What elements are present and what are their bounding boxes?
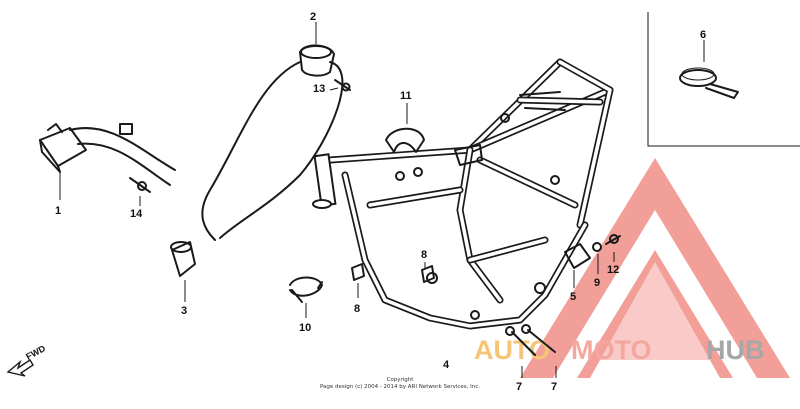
callout-8-lower: 8 [354,303,360,315]
callout-13: 13 [313,83,325,95]
inset-box [647,12,800,147]
callout-7-right: 7 [551,381,557,393]
callout-4: 4 [443,359,450,371]
callout-8-upper: 8 [421,249,427,261]
copyright-line2: Page design (c) 2004 - 2014 by ARI Netwo… [320,384,480,390]
nut-8-lower [351,263,365,298]
clamp-11 [385,103,425,153]
bolt-7-right [521,324,557,378]
callout-10: 10 [299,322,311,334]
callout-7-left: 7 [516,381,522,393]
fwd-arrow-icon [6,359,34,377]
band-6 [679,40,739,99]
watermark-logo: AUTO MOTO HUB [474,158,790,378]
fwd-indicator: FWD [6,343,47,377]
callout-6: 6 [700,29,706,41]
spark-plug-cap [170,241,196,302]
clamp-10 [289,276,323,318]
cdi-unit [39,123,176,200]
watermark-hub: HUB [706,335,765,365]
callout-11: 11 [400,90,412,102]
bolt-13 [329,79,351,92]
callout-2: 2 [310,11,316,23]
frame-drawing [312,58,614,330]
bolt-14 [129,177,151,206]
copyright-line1: Copyright [387,377,415,383]
copyright: Copyright Page design (c) 2004 - 2014 by… [320,377,480,390]
ignition-coil [201,22,344,241]
callout-5: 5 [570,291,576,303]
bolt-7-left [505,326,536,378]
callout-1: 1 [55,205,61,217]
callout-labels: 1 2 3 4 5 6 7 7 8 8 9 10 11 12 13 14 [55,11,706,393]
callout-14: 14 [130,208,143,220]
cushion-5 [564,243,591,288]
callout-9: 9 [594,277,600,289]
callout-12: 12 [607,264,619,276]
washer-9 [592,242,602,274]
watermark-moto: MOTO [571,335,652,365]
nut-8-upper [421,262,435,283]
fwd-label: FWD [24,343,47,362]
callout-3: 3 [181,305,187,317]
watermark-auto: AUTO [474,335,550,365]
bolt-12 [605,234,621,262]
